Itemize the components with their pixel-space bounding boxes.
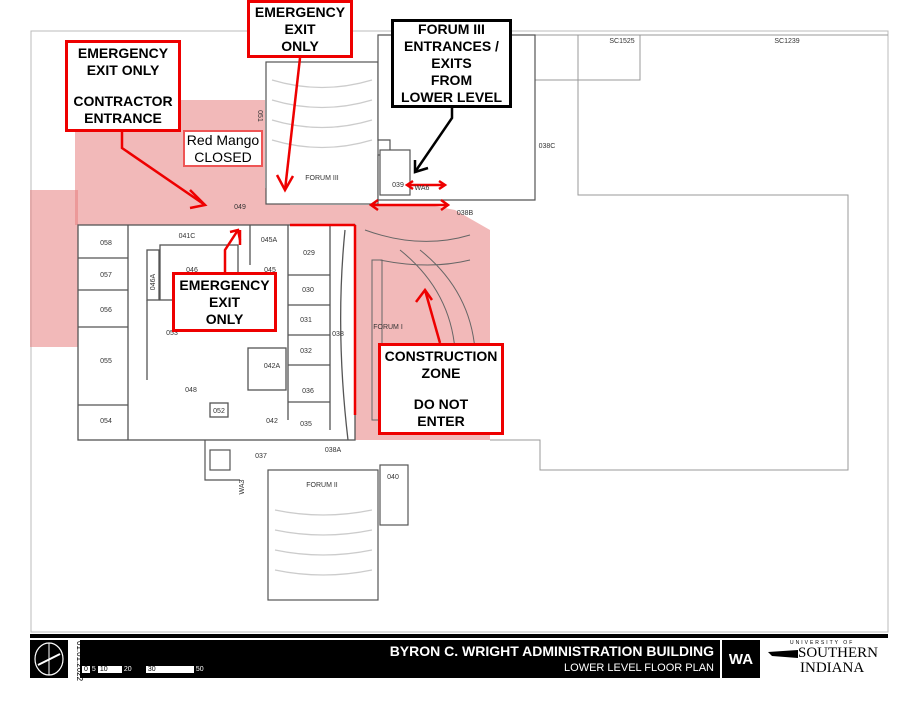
room-055: 055 (100, 358, 112, 365)
callout-text: ENTRANCES / (404, 38, 499, 54)
room-056: 056 (100, 307, 112, 314)
building-name: BYRON C. WRIGHT ADMINISTRATION BUILDING (389, 643, 714, 659)
room-038c: 038C (539, 143, 556, 150)
scale-tick: 20 (123, 666, 132, 673)
room-036: 036 (302, 388, 314, 395)
callout-text: LOWER LEVEL (400, 89, 503, 105)
top-emergency-exit-callout: EMERGENCY EXIT ONLY (247, 0, 353, 58)
room-030: 030 (302, 287, 314, 294)
room-053: 053 (166, 330, 178, 337)
forum-iii (265, 61, 379, 205)
room-forum-ii: FORUM II (306, 482, 338, 489)
callout-text: ENTRANCE (84, 110, 162, 126)
room-038: 038 (332, 331, 344, 338)
room-057: 057 (100, 272, 112, 279)
plan-name: LOWER LEVEL FLOOR PLAN (564, 662, 714, 674)
room-048: 048 (185, 387, 197, 394)
callout-text: EMERGENCY (77, 45, 169, 61)
logo-text: SOUTHERN (798, 645, 879, 661)
room-forum-i: FORUM I (373, 324, 403, 331)
room-035: 035 (300, 421, 312, 428)
callout-text: ONLY (205, 310, 244, 327)
room-sc1239: SC1239 (774, 38, 799, 45)
room-046: 046 (186, 267, 198, 274)
room-054: 054 (100, 418, 112, 425)
compass-seal-icon (30, 640, 68, 678)
callout-text: EXIT (208, 293, 241, 310)
forum-iii-entrances-callout: FORUM III ENTRANCES / EXITS FROM LOWER L… (391, 19, 512, 108)
room-045: 045 (264, 267, 276, 274)
callout-text: EMERGENCY (254, 3, 346, 20)
exit-arrows (120, 57, 451, 415)
room-051: 051 (256, 110, 263, 122)
stair-wa3: WA3 (239, 479, 246, 494)
construction-zone-callout: CONSTRUCTION ZONE DO NOT ENTER (378, 343, 504, 435)
logo-text: UNIVERSITY OF (790, 640, 855, 646)
callout-text: EXITS (431, 55, 472, 71)
room-058: 058 (100, 240, 112, 247)
room-038a: 038A (325, 447, 342, 454)
callout-text: DO NOT (413, 396, 469, 412)
callout-text: ONLY (281, 37, 319, 54)
room-041c: 041C (179, 233, 196, 240)
east-wing-outline (490, 34, 888, 471)
room-046a: 046A (150, 274, 157, 291)
room-029: 029 (303, 250, 315, 257)
room-032: 032 (300, 348, 312, 355)
usi-logo: UNIVERSITY OF SOUTHERN INDIANA (768, 640, 890, 678)
forum-i (364, 229, 476, 421)
callout-text: ZONE (421, 365, 461, 381)
mid-emergency-exit-callout: EMERGENCY EXIT ONLY (172, 272, 277, 332)
callout-text: EMERGENCY (179, 276, 270, 293)
room-031: 031 (300, 317, 312, 324)
scale-tick: 10 (97, 666, 122, 673)
scale-tick: 0 (82, 666, 90, 673)
room-forum-iii: FORUM III (305, 175, 338, 182)
callout-text: FROM (430, 72, 473, 88)
scale-tick: 5 (91, 666, 96, 673)
room-040: 040 (387, 474, 399, 481)
room-037: 037 (255, 453, 267, 460)
callout-text: EXIT (284, 20, 316, 37)
room-sc1525: SC1525 (609, 38, 634, 45)
callout-text: CLOSED (194, 148, 252, 165)
title-bar: BYRON C. WRIGHT ADMINISTRATION BUILDING … (80, 640, 720, 678)
scale-bar: 0 5 10 20 30 50 (82, 666, 206, 673)
room-045a: 045A (261, 237, 278, 244)
room-052: 052 (213, 408, 225, 415)
forum-iii-arrow (413, 107, 454, 174)
room-042a: 042A (264, 363, 281, 370)
main-building (77, 224, 356, 441)
callout-text: ENTER (417, 413, 465, 429)
forum-ii (204, 440, 409, 601)
title-rule (30, 634, 888, 638)
logo-text: INDIANA (800, 660, 865, 676)
room-042: 042 (266, 418, 278, 425)
room-049: 049 (234, 204, 246, 211)
scale-tick: 30 (145, 666, 194, 673)
room-039: 039 (392, 182, 404, 189)
callout-text: CONSTRUCTION (384, 348, 498, 364)
contractor-entrance-callout: EMERGENCY EXIT ONLY CONTRACTOR ENTRANCE (65, 40, 181, 132)
scale-tick: 50 (195, 666, 204, 673)
torch-icon (768, 650, 798, 658)
room-038b: 038B (457, 210, 474, 217)
red-mango-closed-label: Red Mango CLOSED (183, 130, 263, 167)
callout-text: CONTRACTOR (73, 93, 173, 109)
callout-text: FORUM III (418, 21, 485, 37)
callout-text: Red Mango (186, 131, 260, 148)
stair-wa6: WA6 (415, 185, 430, 192)
building-code: WA (722, 640, 760, 678)
callout-text: EXIT ONLY (86, 62, 160, 78)
